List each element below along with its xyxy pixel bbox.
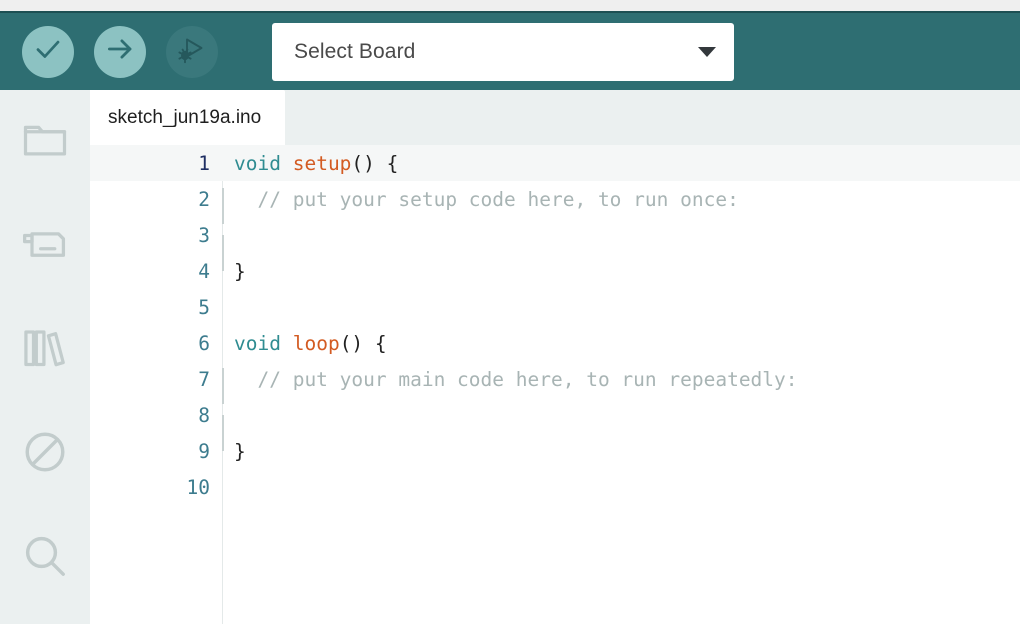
check-icon — [33, 34, 63, 69]
code-token-plain — [281, 332, 293, 355]
line-number: 8 — [198, 403, 210, 427]
sidebar-item-sketchbook[interactable] — [0, 90, 90, 194]
code-line-text: } — [222, 260, 1020, 283]
line-number: 7 — [198, 367, 210, 391]
code-line-text: } — [222, 440, 1020, 463]
code-line[interactable]: 2 // put your setup code here, to run on… — [90, 181, 1020, 224]
code-token-punct: () { — [339, 331, 387, 355]
upload-button[interactable] — [94, 25, 146, 78]
indent-guide — [222, 187, 224, 224]
code-line[interactable]: 6 void loop() { — [90, 325, 1020, 361]
code-line-text: void loop() { — [222, 332, 1020, 355]
window-top-strip — [0, 0, 1020, 13]
code-token-punct: () { — [351, 151, 399, 175]
code-line[interactable]: 8 — [90, 397, 1020, 451]
folder-icon — [19, 114, 71, 171]
debug-bug-play-icon — [176, 33, 208, 70]
chevron-down-icon — [698, 46, 716, 57]
code-line-text: // put your setup code here, to run once… — [222, 187, 1020, 224]
editor-tab-sketch[interactable]: sketch_jun19a.ino — [90, 90, 285, 145]
code-line[interactable]: 10 — [90, 469, 1020, 505]
line-number: 1 — [198, 151, 210, 175]
code-line[interactable]: 7 // put your main code here, to run rep… — [90, 361, 1020, 404]
line-number: 10 — [186, 475, 210, 499]
sidebar-item-boards-manager[interactable] — [0, 194, 90, 298]
line-number: 4 — [198, 259, 210, 283]
code-token-plain — [281, 152, 293, 175]
search-icon — [19, 530, 71, 587]
code-token-punct: } — [234, 439, 246, 463]
main-toolbar: Select Board — [0, 13, 1020, 90]
editor-tab-label: sketch_jun19a.ino — [108, 106, 262, 128]
code-line[interactable]: 9} — [90, 433, 1020, 469]
no-entry-icon — [19, 426, 71, 483]
code-token-keyword: void — [234, 331, 281, 355]
code-line-text: // put your main code here, to run repea… — [222, 367, 1020, 404]
code-line[interactable]: 4} — [90, 253, 1020, 289]
activity-bar — [0, 90, 90, 624]
line-number: 9 — [198, 439, 210, 463]
indent-guide — [222, 235, 224, 271]
code-token-punct: } — [234, 259, 246, 283]
code-line[interactable]: 1 void setup() { — [90, 145, 1020, 181]
code-line[interactable]: 3 — [90, 217, 1020, 271]
code-token-function: loop — [292, 331, 340, 355]
line-number: 6 — [198, 331, 210, 355]
code-line-text: void setup() { — [222, 152, 1020, 175]
line-number: 5 — [198, 295, 210, 319]
sidebar-item-debug[interactable] — [0, 402, 90, 506]
sidebar-item-library-manager[interactable] — [0, 298, 90, 402]
sidebar-item-search[interactable] — [0, 506, 90, 610]
editor-tabbar: sketch_jun19a.ino — [90, 90, 1020, 145]
board-selector-value: Select Board — [294, 39, 416, 63]
code-token-comment: // put your setup code here, to run once… — [234, 187, 739, 211]
indent-guide — [222, 415, 224, 451]
code-token-keyword: void — [234, 151, 281, 175]
arrow-right-icon — [105, 34, 135, 69]
board-selector[interactable]: Select Board — [272, 22, 734, 81]
code-token-comment: // put your main code here, to run repea… — [234, 367, 798, 391]
verify-button[interactable] — [22, 25, 74, 78]
board-chip-icon — [19, 218, 71, 275]
line-number: 2 — [198, 187, 210, 211]
code-token-function: setup — [292, 151, 352, 175]
books-icon — [19, 322, 71, 379]
indent-guide — [222, 367, 224, 404]
line-number: 3 — [198, 223, 210, 247]
debug-button[interactable] — [166, 25, 218, 78]
code-line[interactable]: 5 — [90, 289, 1020, 325]
